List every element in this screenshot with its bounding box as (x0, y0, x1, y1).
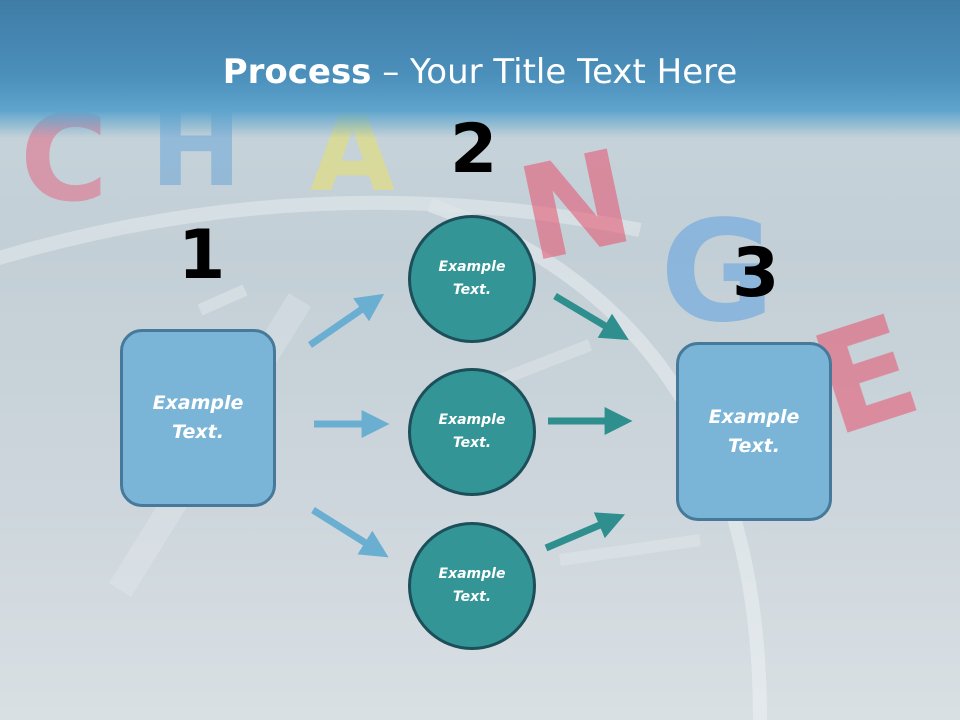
arrow-bottom-to-right (544, 512, 626, 552)
step-3-text-line1: Example (708, 405, 800, 428)
step-2-circle-bottom: Example Text. (408, 522, 536, 650)
step-2-circle-middle: Example Text. (408, 368, 536, 496)
arrow-left-to-top (308, 293, 385, 348)
step-3-box: Example Text. (676, 342, 832, 521)
circle-bottom-line1: Example (438, 566, 506, 582)
arrow-top-to-right (553, 292, 629, 341)
step-number-1: 1 (178, 216, 226, 295)
step-number-2: 2 (450, 110, 498, 189)
arrow-left-to-bottom (311, 507, 389, 558)
circle-bottom-line2: Text. (452, 589, 492, 605)
page-title: Process – Your Title Text Here (0, 52, 960, 92)
bg-letter-g: G (660, 191, 775, 354)
circle-top-line1: Example (438, 259, 506, 275)
step-3-text-line2: Text. (728, 434, 780, 457)
circle-top-line2: Text. (452, 282, 492, 298)
title-band (0, 0, 960, 138)
step-1-box: Example Text. (120, 329, 276, 507)
circle-middle-line1: Example (438, 412, 506, 428)
title-bold: Process (222, 52, 372, 92)
title-rest: – Your Title Text Here (371, 52, 738, 92)
step-1-text-line1: Example (152, 392, 244, 414)
step-1-text-line2: Text. (172, 421, 224, 443)
step-number-3: 3 (732, 234, 780, 313)
circle-middle-line2: Text. (452, 435, 492, 451)
step-2-circle-top: Example Text. (408, 215, 536, 343)
